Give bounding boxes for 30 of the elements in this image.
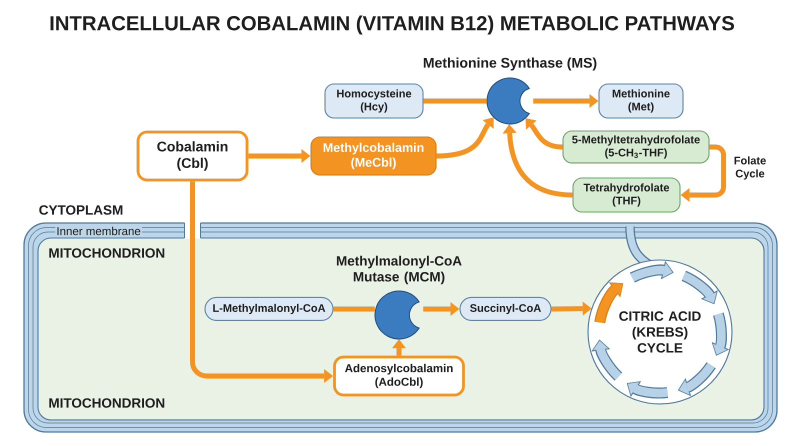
arrow — [248, 149, 310, 163]
enzyme-label: Methionine Synthase (MS) — [424, 57, 596, 70]
cycle-diagram: CITRIC ACID (KREBS) CYCLE — [587, 259, 733, 405]
metabolite-pill: Succinyl-CoA — [459, 296, 552, 322]
arrow — [436, 117, 494, 158]
arrow — [392, 339, 406, 356]
arrow — [552, 302, 592, 316]
region-label: CYTOPLASM — [39, 205, 122, 215]
metabolite-box: Methylcobalamin (MeCbl) — [310, 136, 437, 176]
arrow — [680, 144, 726, 202]
arrow — [423, 302, 460, 316]
title: INTRACELLULAR COBALAMIN (VITAMIN B12) METABOLIC PATHWAYS — [50, 16, 734, 34]
arrow — [502, 124, 573, 198]
connector-line — [424, 98, 487, 104]
enzyme-label: Methylmalonyl-CoA Mutase (MCM) — [336, 256, 462, 284]
compartment-label: MITOCHONDRION — [49, 248, 164, 258]
metabolite-pill: L-Methylmalonyl-CoA — [204, 296, 334, 322]
metabolite-box: 5-Methyltetrahydrofolate (5-CH$_{3}$-THF) — [562, 130, 710, 164]
metabolite-box: Tetrahydrofolate (THF) — [572, 177, 681, 213]
arrow — [190, 181, 333, 383]
compartment-label: MITOCHONDRION — [49, 398, 164, 408]
arrow — [526, 118, 563, 150]
metabolite-box: Methionine (Met) — [598, 83, 684, 119]
connector-line — [334, 306, 375, 312]
arrow — [533, 94, 598, 108]
edge-label: Folate Cycle — [730, 154, 770, 182]
membrane-label: Inner membrane — [55, 226, 142, 236]
metabolite-box: Homocysteine (Hcy) — [324, 83, 424, 119]
metabolite-box: Adenosylcobalamin (AdoCbl) — [333, 356, 465, 396]
metabolite-box: Cobalamin (Cbl) — [136, 130, 248, 182]
